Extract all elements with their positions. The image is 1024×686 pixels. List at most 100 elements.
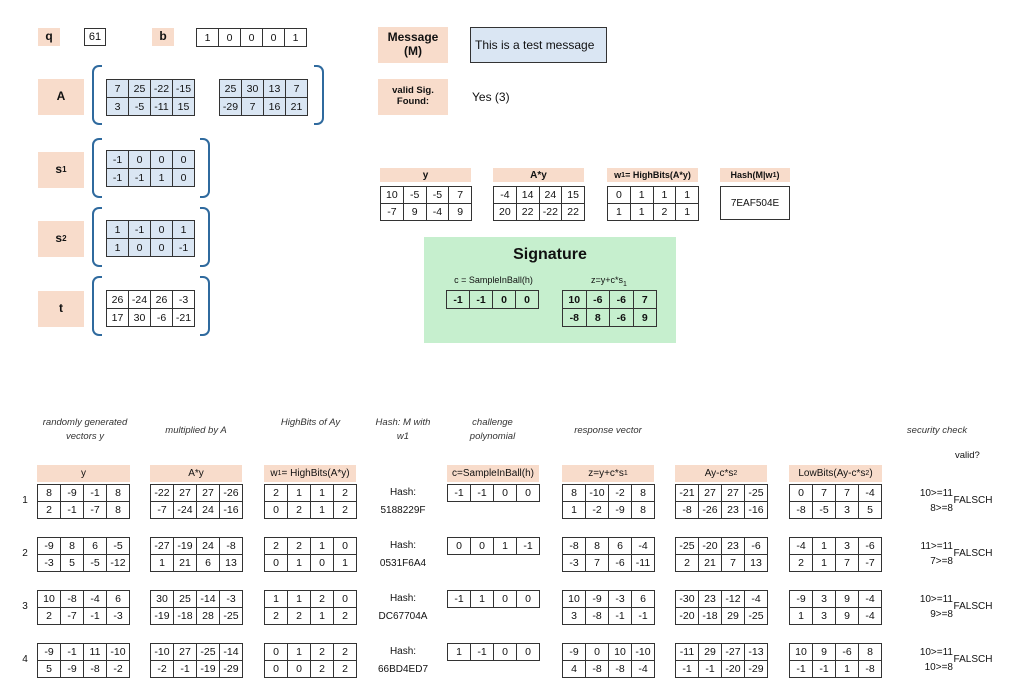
trial-z-cell[interactable]: -4 <box>632 661 655 678</box>
trial-low-cell[interactable]: 0 <box>790 485 813 502</box>
A-right-cell[interactable]: 16 <box>264 98 286 116</box>
trial-w1-cell[interactable]: 1 <box>334 555 357 572</box>
trial-w1-cell[interactable]: 1 <box>288 485 311 502</box>
trial-aycs-cell[interactable]: -16 <box>745 502 768 519</box>
sig-z-cell[interactable]: -6 <box>610 309 634 327</box>
trial-y-cell[interactable]: 8 <box>38 485 61 502</box>
trial-low-cell[interactable]: 3 <box>813 591 836 608</box>
trial-aycs-cell[interactable]: -29 <box>745 661 768 678</box>
s2-cell[interactable]: 0 <box>151 239 173 257</box>
trial-low-cell[interactable]: -5 <box>813 502 836 519</box>
trial-z-cell[interactable]: 8 <box>563 485 586 502</box>
top-w1-cell[interactable]: 1 <box>608 204 631 221</box>
trial-low-cell[interactable]: 9 <box>836 591 859 608</box>
s2-cell[interactable]: 0 <box>151 221 173 239</box>
trial-low-cell[interactable]: 3 <box>813 608 836 625</box>
trial-aycs-cell[interactable]: 23 <box>722 502 745 519</box>
trial-z-cell[interactable]: -11 <box>632 555 655 572</box>
trial-w1-cell[interactable]: 2 <box>334 661 357 678</box>
trial-aycs-cell[interactable]: 29 <box>722 608 745 625</box>
trial-w1-cell[interactable]: 2 <box>288 538 311 555</box>
trial-Ay-cell[interactable]: 27 <box>197 485 220 502</box>
trial-y-cell[interactable]: 6 <box>107 591 130 608</box>
trial-aycs-cell[interactable]: -20 <box>676 608 699 625</box>
top-w1-cell[interactable]: 2 <box>653 204 677 221</box>
b-cell[interactable]: 0 <box>263 29 285 47</box>
A-right-cell[interactable]: -29 <box>220 98 242 116</box>
top-Ay-cell[interactable]: -22 <box>539 204 563 221</box>
trial-Ay-cell[interactable]: -1 <box>174 661 197 678</box>
trial-y-cell[interactable]: -2 <box>107 661 130 678</box>
trial-Ay-cell[interactable]: 30 <box>151 591 174 608</box>
trial-y-cell[interactable]: -10 <box>107 644 130 661</box>
trial-w1-cell[interactable]: 1 <box>288 591 311 608</box>
top-Ay-cell[interactable]: 14 <box>516 187 540 204</box>
trial-Ay-cell[interactable]: -19 <box>151 608 174 625</box>
trial-aycs-cell[interactable]: -1 <box>699 661 722 678</box>
trial-Ay-cell[interactable]: 24 <box>197 502 220 519</box>
trial-low-cell[interactable]: 1 <box>813 538 836 555</box>
trial-low-cell[interactable]: -1 <box>813 661 836 678</box>
trial-y-cell[interactable]: 10 <box>38 591 61 608</box>
trial-c-cell[interactable]: -1 <box>517 538 540 555</box>
top-y-cell[interactable]: 10 <box>381 187 404 204</box>
trial-Ay-cell[interactable]: -25 <box>220 608 243 625</box>
trial-Ay-cell[interactable]: -2 <box>151 661 174 678</box>
trial-low-cell[interactable]: 10 <box>790 644 813 661</box>
trial-z-cell[interactable]: -10 <box>632 644 655 661</box>
trial-z-cell[interactable]: -2 <box>586 502 609 519</box>
trial-z-cell[interactable]: -9 <box>609 502 632 519</box>
trial-Ay-cell[interactable]: -27 <box>151 538 174 555</box>
A-left-cell[interactable]: -5 <box>129 98 151 116</box>
trial-low-cell[interactable]: -4 <box>859 485 882 502</box>
trial-w1-cell[interactable]: 1 <box>311 502 334 519</box>
trial-z-cell[interactable]: -9 <box>586 591 609 608</box>
b-cell[interactable]: 0 <box>241 29 263 47</box>
trial-w1-cell[interactable]: 2 <box>288 502 311 519</box>
top-Ay-cell[interactable]: -4 <box>494 187 517 204</box>
A-left-cell[interactable]: 3 <box>107 98 129 116</box>
trial-Ay-cell[interactable]: -29 <box>220 661 243 678</box>
top-w1-cell[interactable]: 1 <box>676 187 699 204</box>
sig-z-cell[interactable]: 8 <box>586 309 610 327</box>
trial-Ay-cell[interactable]: 6 <box>197 555 220 572</box>
trial-aycs-cell[interactable]: 13 <box>745 555 768 572</box>
trial-z-cell[interactable]: -8 <box>586 661 609 678</box>
trial-y-cell[interactable]: -5 <box>107 538 130 555</box>
trial-Ay-cell[interactable]: 28 <box>197 608 220 625</box>
trial-z-cell[interactable]: 8 <box>586 538 609 555</box>
trial-Ay-cell[interactable]: -18 <box>174 608 197 625</box>
trial-y-cell[interactable]: 5 <box>61 555 84 572</box>
trial-z-cell[interactable]: 6 <box>609 538 632 555</box>
trial-z-cell[interactable]: -3 <box>563 555 586 572</box>
trial-low-cell[interactable]: -7 <box>859 555 882 572</box>
trial-c-cell[interactable]: 0 <box>517 485 540 502</box>
trial-c-cell[interactable]: 0 <box>471 538 494 555</box>
trial-aycs-cell[interactable]: -25 <box>676 538 699 555</box>
trial-low-cell[interactable]: 1 <box>790 608 813 625</box>
trial-y-cell[interactable]: -7 <box>61 608 84 625</box>
t-cell[interactable]: 17 <box>107 309 129 327</box>
top-y-cell[interactable]: -7 <box>381 204 404 221</box>
trial-y-cell[interactable]: -8 <box>61 591 84 608</box>
trial-Ay-cell[interactable]: 27 <box>174 644 197 661</box>
trial-z-cell[interactable]: 6 <box>632 591 655 608</box>
trial-z-cell[interactable]: -9 <box>563 644 586 661</box>
top-w1-cell[interactable]: 1 <box>630 187 654 204</box>
s1-cell[interactable]: -1 <box>107 151 129 169</box>
trial-w1-cell[interactable]: 2 <box>311 591 334 608</box>
trial-low-cell[interactable]: 9 <box>813 644 836 661</box>
trial-w1-cell[interactable]: 2 <box>265 608 288 625</box>
trial-Ay-cell[interactable]: -10 <box>151 644 174 661</box>
trial-Ay-cell[interactable]: 1 <box>151 555 174 572</box>
top-Ay-cell[interactable]: 15 <box>562 187 585 204</box>
trial-aycs-cell[interactable]: -8 <box>676 502 699 519</box>
trial-y-cell[interactable]: -8 <box>84 661 107 678</box>
sig-z-cell[interactable]: 7 <box>633 291 657 309</box>
trial-z-cell[interactable]: -8 <box>563 538 586 555</box>
trial-y-cell[interactable]: -9 <box>38 644 61 661</box>
trial-low-cell[interactable]: 3 <box>836 502 859 519</box>
trial-y-cell[interactable]: -9 <box>38 538 61 555</box>
trial-y-cell[interactable]: 6 <box>84 538 107 555</box>
top-Ay-cell[interactable]: 22 <box>562 204 585 221</box>
